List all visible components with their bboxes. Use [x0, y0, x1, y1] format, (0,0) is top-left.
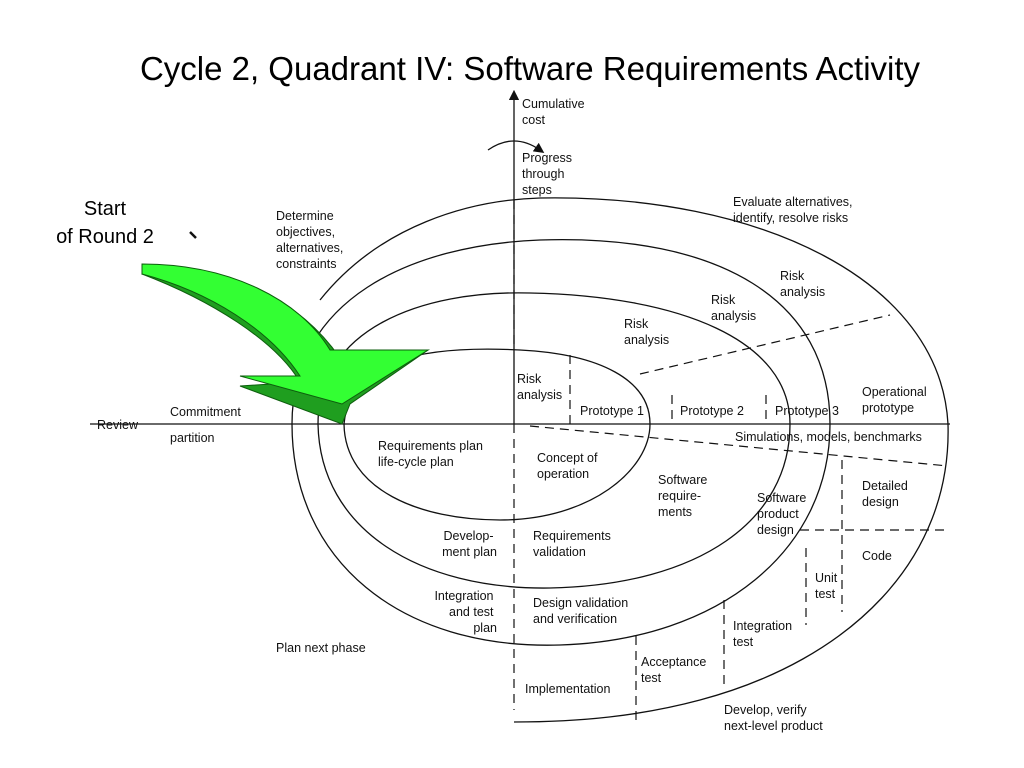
determine-objectives-label: Determine objectives, alternatives, cons…	[276, 209, 347, 271]
unit-line1: Unit	[815, 571, 838, 585]
start-label-line1: Start	[83, 198, 127, 220]
prototype-1-label: Prototype 1	[580, 404, 644, 418]
develop-verify-label: Develop, verify next-level product	[724, 703, 823, 733]
reqval-line1: Requirements	[533, 529, 611, 543]
progress-line3: steps	[522, 183, 552, 197]
sw-prod-line2: product	[757, 507, 799, 521]
evaluate-alternatives-label: Evaluate alternatives, identify, resolve…	[733, 195, 856, 225]
acc-line2: test	[641, 671, 662, 685]
desval-line2: and verification	[533, 612, 617, 626]
development-plan-label: Develop- ment plan	[442, 529, 497, 559]
determine-line2: objectives,	[276, 225, 335, 239]
reqval-line2: validation	[533, 545, 586, 559]
unit-line2: test	[815, 587, 836, 601]
req-plan-line1: Requirements plan	[378, 439, 483, 453]
sw-prod-line3: design	[757, 523, 794, 537]
evaluate-line2: identify, resolve risks	[733, 211, 848, 225]
sw-req-line3: ments	[658, 505, 692, 519]
slide-title: Cycle 2, Quadrant IV: Software Requireme…	[139, 50, 921, 87]
implementation-label: Implementation	[525, 682, 611, 696]
start-round-label: Start of Round 2	[40, 195, 170, 251]
code-label: Code	[862, 549, 892, 563]
detailed-design-label: Detailed design	[862, 479, 911, 509]
intplan-line3: plan	[473, 621, 497, 635]
risk-analysis-3: Risk analysis	[711, 293, 756, 323]
develop-line1: Develop, verify	[724, 703, 807, 717]
operational-line1: Operational	[862, 385, 927, 399]
software-product-design-label: Software product design	[757, 491, 810, 537]
software-requirements-label: Software require- ments	[658, 473, 711, 519]
acc-line1: Acceptance	[641, 655, 706, 669]
cost-line1: Cumulative	[522, 97, 585, 111]
progress-line1: Progress	[522, 151, 572, 165]
evaluate-line1: Evaluate alternatives,	[733, 195, 853, 209]
risk3-line2: analysis	[711, 309, 756, 323]
requirements-plan-label: Requirements plan life-cycle plan	[378, 439, 486, 469]
detailed-line2: design	[862, 495, 899, 509]
intplan-line2: and test	[449, 605, 494, 619]
arrow-body	[141, 263, 430, 405]
simulations-label: Simulations, models, benchmarks	[735, 430, 922, 444]
stray-mark	[189, 231, 197, 239]
risk-analysis-4: Risk analysis	[780, 269, 825, 299]
unit-test-label: Unit test	[815, 571, 841, 601]
plan-next-phase-label: Plan next phase	[276, 641, 366, 655]
prototype-2-label: Prototype 2	[680, 404, 744, 418]
req-plan-line2: life-cycle plan	[378, 455, 454, 469]
risk-analysis-1: Risk analysis	[517, 372, 562, 402]
risk4-line2: analysis	[780, 285, 825, 299]
risk2-line1: Risk	[624, 317, 649, 331]
detailed-line1: Detailed	[862, 479, 908, 493]
risk3-line1: Risk	[711, 293, 736, 307]
prototype-3-label: Prototype 3	[775, 404, 839, 418]
develop-line2: next-level product	[724, 719, 823, 733]
operational-prototype-label: Operational prototype	[862, 385, 930, 415]
int-test-line2: test	[733, 635, 754, 649]
requirements-validation-label: Requirements validation	[533, 529, 614, 559]
determine-line1: Determine	[276, 209, 334, 223]
risk-divider	[639, 314, 891, 375]
start-label-line2: of Round 2	[56, 226, 154, 248]
review-label: Review	[97, 418, 139, 432]
determine-line3: alternatives,	[276, 241, 343, 255]
sw-req-line1: Software	[658, 473, 707, 487]
commitment-label: Commitment	[170, 405, 241, 419]
progress-line2: through	[522, 167, 564, 181]
devplan-line1: Develop-	[443, 529, 493, 543]
operational-line2: prototype	[862, 401, 914, 415]
risk4-line1: Risk	[780, 269, 805, 283]
integration-test-label: Integration test	[733, 619, 796, 649]
risk-analysis-2: Risk analysis	[624, 317, 669, 347]
risk1-line1: Risk	[517, 372, 542, 386]
risk2-line2: analysis	[624, 333, 669, 347]
sw-req-line2: require-	[658, 489, 701, 503]
progress-rotation-arrow	[487, 140, 545, 153]
spiral-loop-2	[317, 292, 791, 589]
cost-line2: cost	[522, 113, 545, 127]
simulation-divider	[529, 425, 949, 467]
determine-line4: constraints	[276, 257, 336, 271]
design-validation-label: Design validation and verification	[533, 596, 632, 626]
start-arrow-icon	[141, 263, 430, 425]
sw-prod-line1: Software	[757, 491, 806, 505]
integration-plan-label: Integration and test plan	[434, 589, 497, 635]
spiral-loop-4	[319, 197, 949, 723]
spiral-loop-3	[291, 238, 831, 646]
devplan-line2: ment plan	[442, 545, 497, 559]
cumulative-cost-label: Cumulative cost	[522, 97, 588, 127]
spiral-loop-1	[343, 348, 651, 521]
concept-line2: operation	[537, 467, 589, 481]
partition-label: partition	[170, 431, 215, 445]
risk1-line2: analysis	[517, 388, 562, 402]
acceptance-test-label: Acceptance test	[641, 655, 710, 685]
concept-line1: Concept of	[537, 451, 598, 465]
desval-line1: Design validation	[533, 596, 628, 610]
concept-of-operation-label: Concept of operation	[537, 451, 601, 481]
progress-label: Progress through steps	[522, 151, 576, 197]
int-test-line1: Integration	[733, 619, 792, 633]
intplan-line1: Integration	[434, 589, 493, 603]
